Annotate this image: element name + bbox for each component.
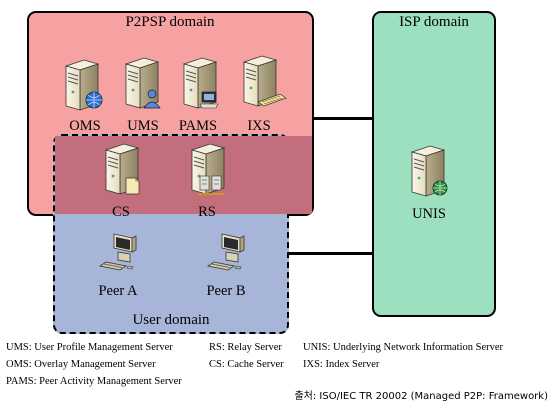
pams-label: PAMS bbox=[178, 118, 218, 134]
source-caption: 출처: ISO/IEC TR 20002 (Managed P2P: Frame… bbox=[294, 391, 548, 402]
ixs-server bbox=[240, 54, 290, 114]
link-user-isp bbox=[289, 252, 372, 255]
server-user-icon bbox=[125, 57, 161, 109]
server-globe-icon bbox=[411, 145, 448, 197]
peer-a bbox=[99, 232, 140, 276]
unis-label: UNIS bbox=[412, 206, 446, 222]
rs-label: RS bbox=[198, 204, 216, 220]
legend-oms: OMS: Overlay Management Server bbox=[6, 359, 156, 370]
user-domain-title: User domain bbox=[132, 312, 210, 328]
pams-server bbox=[180, 56, 226, 116]
ums-server bbox=[122, 56, 168, 116]
ums-label: UMS bbox=[127, 118, 159, 134]
rs-server bbox=[188, 142, 234, 202]
legend-unis: UNIS: Underlying Network Information Ser… bbox=[303, 342, 504, 353]
cs-label: CS bbox=[112, 204, 130, 220]
peer-b bbox=[207, 232, 248, 276]
isp-domain-title: ISP domain bbox=[399, 14, 469, 30]
legend-rs: RS: Relay Server bbox=[209, 342, 282, 353]
server-monitor-icon bbox=[183, 57, 219, 109]
legend-ixs: IXS: Index Server bbox=[303, 359, 380, 370]
domain-overlap bbox=[55, 136, 312, 214]
oms-server bbox=[62, 58, 108, 118]
legend-ums: UMS: User Profile Management Server bbox=[6, 342, 173, 353]
legend-cs: CS: Cache Server bbox=[209, 359, 284, 370]
ixs-label: IXS bbox=[247, 118, 271, 134]
server-relay-icon bbox=[191, 143, 225, 195]
legend-pams: PAMS: Peer Activity Management Server bbox=[6, 376, 182, 387]
link-p2psp-isp bbox=[314, 117, 372, 120]
server-document-icon bbox=[105, 143, 140, 195]
desktop-computer-icon bbox=[207, 233, 245, 271]
server-globe-icon bbox=[65, 59, 103, 111]
desktop-computer-icon bbox=[99, 233, 137, 271]
unis-server bbox=[408, 144, 454, 204]
peer-a-label: Peer A bbox=[98, 283, 138, 299]
server-keyboard-icon bbox=[243, 55, 287, 107]
cs-server bbox=[102, 142, 148, 202]
oms-label: OMS bbox=[69, 118, 101, 134]
p2psp-domain-title: P2PSP domain bbox=[125, 14, 215, 30]
peer-b-label: Peer B bbox=[206, 283, 246, 299]
